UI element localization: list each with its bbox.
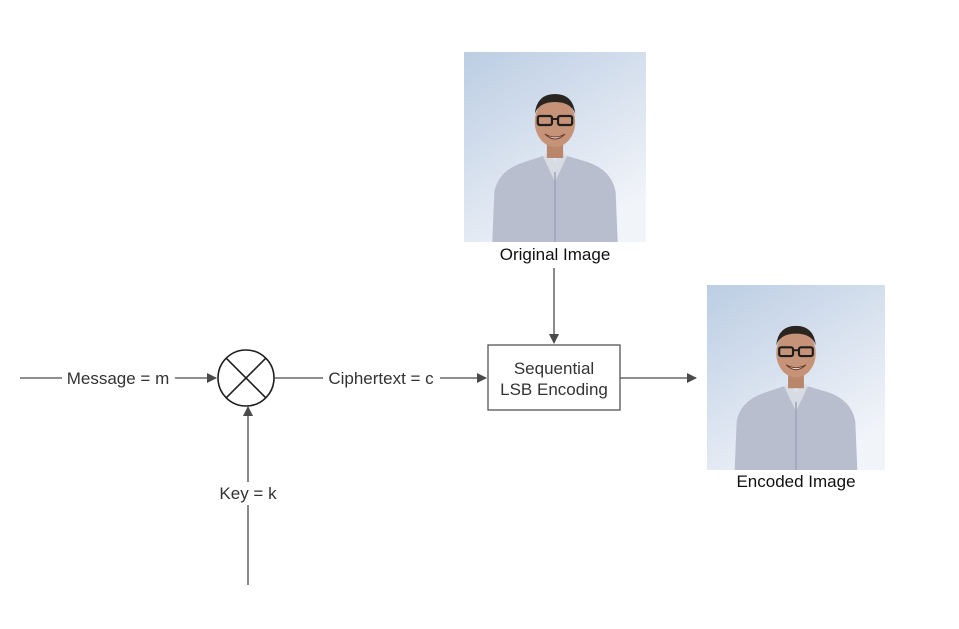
original-image xyxy=(464,52,646,242)
encoded-image xyxy=(707,285,885,470)
original-image-caption: Original Image xyxy=(500,245,611,264)
ciphertext-label: Ciphertext = c xyxy=(328,369,434,388)
lsb-encoding-label-line2: LSB Encoding xyxy=(500,380,608,399)
xor-operator-icon xyxy=(217,349,275,407)
encoded-image-caption: Encoded Image xyxy=(736,472,855,491)
key-label: Key = k xyxy=(219,484,277,503)
message-label: Message = m xyxy=(67,369,170,388)
lsb-encoding-label-line1: Sequential xyxy=(514,359,594,378)
lsb-encoding-box xyxy=(487,344,621,411)
